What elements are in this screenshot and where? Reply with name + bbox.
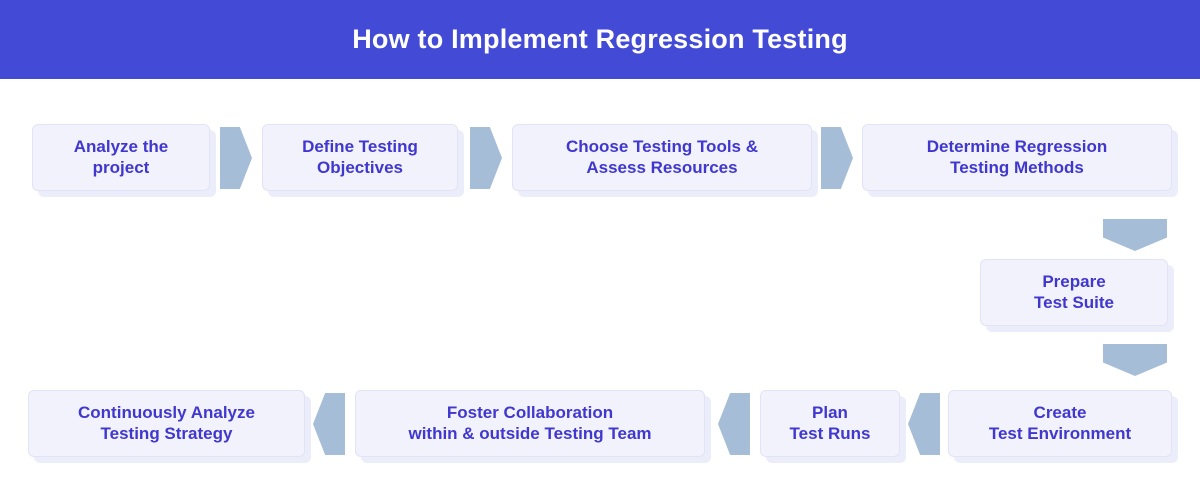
connector-arrow-left-1 [908,393,940,455]
flow-node-label-line1: Define Testing [302,137,418,157]
flow-node-label-line1: Continuously Analyze [78,403,255,423]
flow-node-label-line2: Assess Resources [586,157,738,177]
flowchart-canvas: Analyze the project Define Testing Objec… [0,79,1200,500]
flow-node-label: Plan Test Runs [790,403,871,443]
flow-node-choose-testing-tools-assess-resources[interactable]: Choose Testing Tools & Assess Resources [512,124,812,191]
flow-node-define-testing-objectives[interactable]: Define Testing Objectives [262,124,458,191]
flow-node-foster-collaboration[interactable]: Foster Collaboration within & outside Te… [355,390,705,457]
flow-node-continuously-analyze-testing-strategy[interactable]: Continuously Analyze Testing Strategy [28,390,305,457]
flow-node-label-line1: Create [1033,403,1087,423]
flow-node-label-line2: Objectives [317,157,403,177]
flow-node-label: Continuously Analyze Testing Strategy [78,403,255,443]
connector-arrow-left-3 [313,393,345,455]
flow-node-create-test-environment[interactable]: Create Test Environment [948,390,1172,457]
flow-node-label-line2: Testing Strategy [100,423,233,443]
flow-node-label-line2: Test Suite [1034,292,1114,312]
connector-arrow-right-2 [470,127,502,189]
connector-arrow-left-2 [718,393,750,455]
flow-node-label: Prepare Test Suite [1034,272,1114,312]
flow-node-label: Choose Testing Tools & Assess Resources [566,137,758,177]
header-bar: How to Implement Regression Testing [0,0,1200,79]
flow-node-analyze-the-project[interactable]: Analyze the project [32,124,210,191]
flow-node-label: Define Testing Objectives [302,137,418,177]
connector-arrow-down-1 [1103,219,1167,251]
flow-node-label: Create Test Environment [989,403,1131,443]
flow-node-label-line1: Prepare [1042,272,1106,292]
flow-node-label-line1: Analyze the [73,137,169,157]
flow-node-label-line1: Determine Regression [926,137,1108,157]
flow-node-label-line1: Plan [812,403,848,423]
connector-arrow-down-2 [1103,344,1167,376]
page-title: How to Implement Regression Testing [352,24,848,54]
flow-node-label-line2: within & outside Testing Team [408,423,652,443]
flow-node-determine-regression-testing-methods[interactable]: Determine Regression Testing Methods [862,124,1172,191]
flow-node-label: Determine Regression Testing Methods [927,137,1107,177]
flow-node-label: Foster Collaboration within & outside Te… [408,403,651,443]
flow-node-label-line2: Testing Methods [950,157,1084,177]
flow-node-label-line2: Test Environment [988,423,1132,443]
flow-node-label-line2: Test Runs [789,423,871,443]
flow-node-prepare-test-suite[interactable]: Prepare Test Suite [980,259,1168,326]
flow-node-label: Analyze the project [74,137,168,177]
connector-arrow-right-3 [821,127,853,189]
flow-node-label-line1: Choose Testing Tools & [565,137,759,157]
connector-arrow-right-1 [220,127,252,189]
flow-node-plan-test-runs[interactable]: Plan Test Runs [760,390,900,457]
flow-node-label-line1: Foster Collaboration [446,403,614,423]
flow-node-label-line2: project [92,157,150,177]
